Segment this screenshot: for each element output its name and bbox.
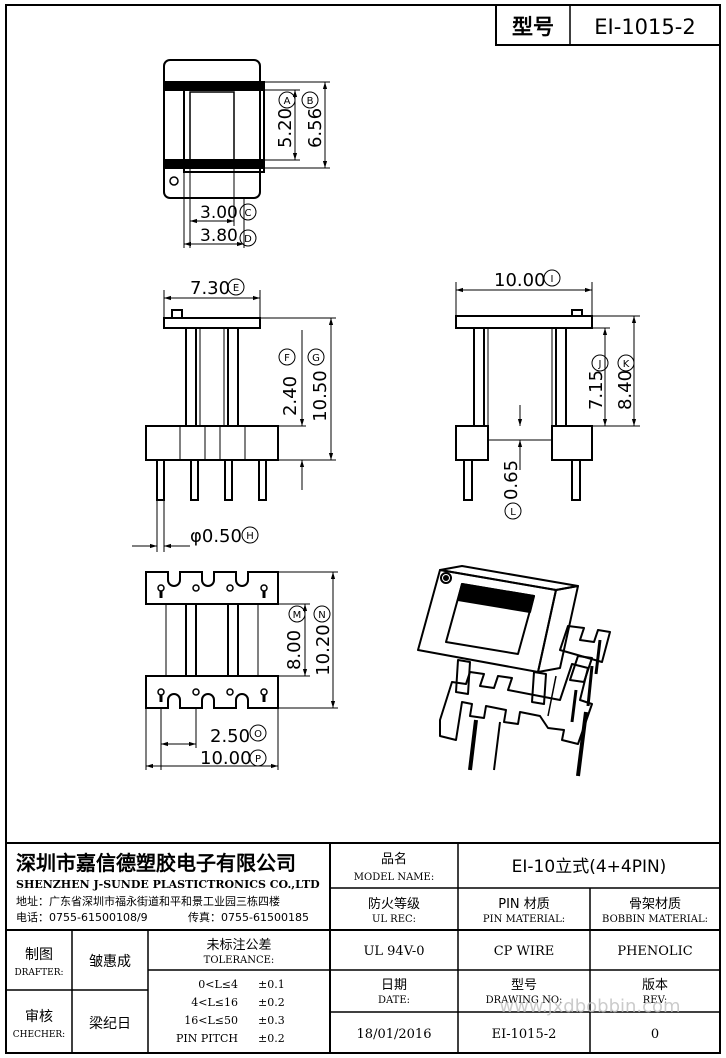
watermark: www.jxdbobbin.com xyxy=(499,996,680,1017)
dim-I-tag: I xyxy=(551,274,554,285)
dim-O-tag: O xyxy=(254,729,262,740)
tolerance-range: 16<L≤50 xyxy=(184,1014,238,1027)
dim-D-tag: D xyxy=(244,234,252,245)
drawing-no-label-en: DRAWING NO: xyxy=(486,995,563,1006)
dim-J-tag: J xyxy=(598,359,602,370)
top-view xyxy=(163,59,330,248)
dim-B-tag: B xyxy=(307,96,314,107)
drafter-value: 皱惠成 xyxy=(89,954,131,970)
dim-C-tag: C xyxy=(245,208,252,219)
date-label-en: DATE: xyxy=(378,995,410,1006)
dim-D-value: 3.80 xyxy=(200,226,238,246)
bobbin-material-label-en: BOBBIN MATERIAL: xyxy=(602,914,708,925)
tolerance-table: 0<L≤4 ±0.1 4<L≤16 ±0.2 16<L≤50 ±0.3 PIN … xyxy=(176,978,285,1045)
ul-rec-label-en: UL REC: xyxy=(372,914,416,925)
dim-E-tag: E xyxy=(233,283,239,294)
drawing-border xyxy=(5,4,721,1054)
bobbin-material-label-cn: 骨架材质 xyxy=(629,897,681,912)
header-model-label: 型号 xyxy=(512,15,554,39)
dim-A-value: 5.20 xyxy=(275,108,296,148)
tolerance-value: ±0.2 xyxy=(258,1032,285,1045)
tolerance-value: ±0.1 xyxy=(258,978,285,991)
dim-C-value: 3.00 xyxy=(200,203,238,223)
dim-K-tag: K xyxy=(623,359,630,370)
model-name-label-en: MODEL NAME: xyxy=(354,872,434,883)
tolerance-label-en: TOLERANCE: xyxy=(204,955,275,966)
dim-I-value: 10.00 xyxy=(494,270,546,291)
drawing-no-label-cn: 型号 xyxy=(511,978,537,993)
front-view xyxy=(132,290,336,552)
checker-value: 梁纪日 xyxy=(89,1016,131,1032)
tolerance-range: 0<L≤4 xyxy=(198,978,238,991)
bobbin-material-value: PHENOLIC xyxy=(617,944,692,959)
pin-material-label-en: PIN MATERIAL: xyxy=(483,914,565,925)
ul-rec-label-cn: 防火等级 xyxy=(368,896,420,912)
bottom-view xyxy=(145,571,338,770)
pin-material-label-cn: PIN 材质 xyxy=(498,897,550,912)
dim-F-value: 2.40 xyxy=(280,376,301,416)
dim-J-value: 7.15 xyxy=(586,370,607,410)
rev-value: 0 xyxy=(651,1027,659,1042)
dim-A-tag: A xyxy=(284,96,291,107)
dim-H-value: φ0.50 xyxy=(190,526,242,547)
title-block-grid xyxy=(6,842,720,1053)
checker-label-cn: 审核 xyxy=(25,1009,53,1025)
dim-M-value: 8.00 xyxy=(284,630,305,670)
dim-F-tag: F xyxy=(284,353,290,364)
drafter-label-cn: 制图 xyxy=(25,947,53,963)
model-name-value: EI-10立式(4+4PIN) xyxy=(512,857,667,877)
date-value: 18/01/2016 xyxy=(357,1027,432,1042)
tolerance-range: 4<L≤16 xyxy=(191,996,238,1009)
company-address: 地址：广东省深圳市福永街道和平和景工业园三栋四楼 xyxy=(16,894,280,908)
rev-label-cn: 版本 xyxy=(642,978,668,993)
tolerance-value: ±0.2 xyxy=(258,996,285,1009)
dim-N-value: 10.20 xyxy=(313,624,334,676)
tolerance-label-cn: 未标注公差 xyxy=(206,938,271,953)
dim-E-value: 7.30 xyxy=(190,278,230,299)
dim-P-tag: P xyxy=(255,754,261,765)
ul-rec-value: UL 94V-0 xyxy=(363,944,424,959)
dim-M-tag: M xyxy=(293,610,302,621)
dim-H-tag: H xyxy=(246,531,254,542)
dim-G-tag: G xyxy=(312,353,320,364)
dim-O-value: 2.50 xyxy=(210,726,250,747)
company-name-cn: 深圳市嘉信德塑胶电子有限公司 xyxy=(16,851,296,875)
pin-material-value: CP WIRE xyxy=(494,944,555,959)
model-name-label-cn: 品名 xyxy=(381,851,407,867)
dim-L-tag: L xyxy=(510,507,516,518)
header-model-value: EI-1015-2 xyxy=(594,15,695,39)
drawing-no-value: EI-1015-2 xyxy=(492,1027,557,1042)
isometric-view xyxy=(417,565,611,777)
tolerance-range: PIN PITCH xyxy=(176,1032,238,1045)
header-model-box: 型号 EI-1015-2 xyxy=(495,4,721,46)
company-phone: 电话：0755-61500108/9 xyxy=(16,911,148,924)
date-label-cn: 日期 xyxy=(381,978,407,993)
side-view xyxy=(455,282,640,501)
dim-N-tag: N xyxy=(318,610,325,621)
dim-P-value: 10.00 xyxy=(200,748,252,769)
rev-label-en: REV: xyxy=(643,995,667,1006)
dim-K-value: 8.40 xyxy=(615,370,636,410)
company-fax: 传真：0755-61500185 xyxy=(188,910,309,924)
dim-G-value: 10.50 xyxy=(310,370,331,422)
drafter-label-en: DRAFTER: xyxy=(14,968,63,978)
dim-L-value: 0.65 xyxy=(501,460,522,500)
dim-B-value: 6.56 xyxy=(305,108,326,148)
checker-label-en: CHECHER: xyxy=(13,1030,65,1040)
tolerance-value: ±0.3 xyxy=(258,1014,285,1027)
company-name-en: SHENZHEN J-SUNDE PLASTICTRONICS CO.,LTD xyxy=(16,878,320,891)
